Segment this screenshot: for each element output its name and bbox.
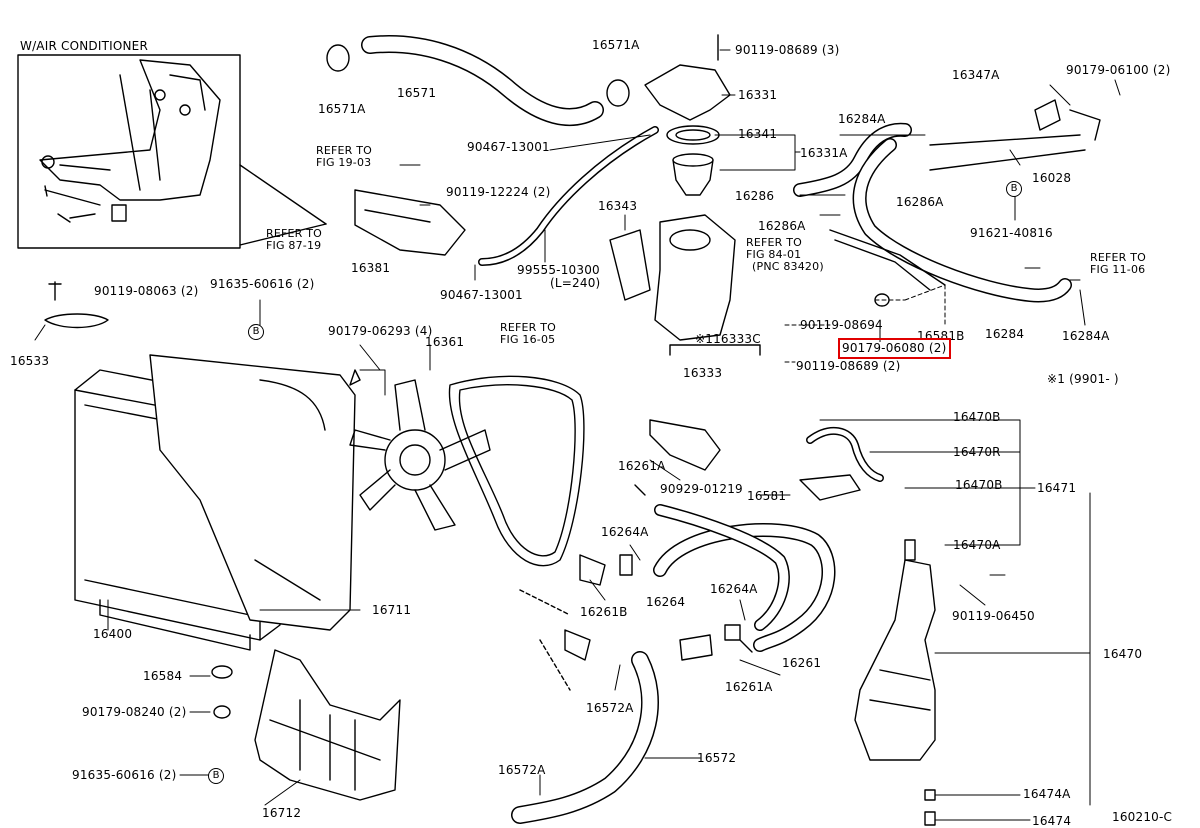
part-label[interactable]: 16286A [896, 195, 944, 209]
part-label[interactable]: 90119-12224 (2) [446, 185, 551, 199]
part-label[interactable]: 16264A [601, 525, 649, 539]
part-label[interactable]: 90119-08689 (2) [796, 359, 901, 373]
part-label[interactable]: 16571 [397, 86, 437, 100]
part-label[interactable]: 16572 [697, 751, 737, 765]
part-label[interactable]: 16261 [782, 656, 822, 670]
part-label[interactable]: 16331A [800, 146, 848, 160]
part-label[interactable]: 16712 [262, 806, 302, 820]
part-label[interactable]: 16470A [953, 538, 1001, 552]
refer-1106-line1: REFER TO [1090, 251, 1146, 264]
inset-title: W/AIR CONDITIONER [20, 39, 148, 53]
refer-8401-line2: FIG 84-01 [746, 248, 802, 261]
note-range: ※1 (9901- ) [1047, 372, 1119, 386]
reservoir-tank [854, 539, 936, 826]
inset-refer-line2: FIG 87-19 [266, 239, 322, 252]
part-label[interactable]: 16471 [1037, 481, 1077, 495]
part-label[interactable]: 16474A [1023, 787, 1071, 801]
refer-1903-line1: REFER TO [316, 144, 372, 157]
part-label[interactable]: 16470R [953, 445, 1001, 459]
part-label[interactable]: 16284A [1062, 329, 1110, 343]
part-label[interactable]: 16286 [735, 189, 775, 203]
lower-fan-shroud [254, 649, 401, 801]
part-label[interactable]: 16533 [10, 354, 50, 368]
part-label[interactable]: 16261B [580, 605, 628, 619]
bracket-16381 [354, 189, 466, 256]
part-label[interactable]: 16470B [953, 410, 1001, 424]
part-label[interactable]: 16572A [586, 701, 634, 715]
part-label[interactable]: 16028 [1032, 171, 1072, 185]
upper-radiator-hose [326, 35, 630, 127]
part-label[interactable]: 91621-40816 [970, 226, 1053, 240]
part-label-highlighted[interactable]: 90179-06080 (2) [838, 338, 951, 359]
part-label[interactable]: 16470B [955, 478, 1003, 492]
b-marker: B [1006, 181, 1022, 197]
part-label[interactable]: 16284 [985, 327, 1025, 341]
part-label[interactable]: 16341 [738, 127, 778, 141]
part-label[interactable]: 16400 [93, 627, 133, 641]
water-outlet-housing [644, 34, 731, 196]
refer-1903-line2: FIG 19-03 [316, 156, 372, 169]
hose-bracket [649, 419, 884, 501]
part-label[interactable]: ※116333C [695, 332, 761, 346]
cooling-fan [349, 379, 491, 531]
b-marker: B [248, 324, 264, 340]
water-inlet [609, 214, 761, 356]
inset-refer-line1: REFER TO [266, 227, 322, 240]
part-label[interactable]: 90179-06100 (2) [1066, 63, 1171, 77]
lower-hoses [511, 504, 836, 824]
part-label[interactable]: 16581 [747, 489, 787, 503]
part-label[interactable]: 91635-60616 (2) [72, 768, 177, 782]
part-label[interactable]: 16347A [952, 68, 1000, 82]
part-label[interactable]: 16572A [498, 763, 546, 777]
part-label[interactable]: 16571A [592, 38, 640, 52]
part-label[interactable]: 16261A [725, 680, 773, 694]
leader-lines [34, 49, 1121, 821]
refer-1605-line2: FIG 16-05 [500, 333, 556, 346]
part-label[interactable]: 16571A [318, 102, 366, 116]
part-label[interactable]: 16264A [710, 582, 758, 596]
refer-8401-line3: (PNC 83420) [752, 260, 824, 273]
part-label[interactable]: 16584 [143, 669, 183, 683]
part-label[interactable]: 99555-10300 [517, 263, 600, 277]
part-label[interactable]: 16711 [372, 603, 412, 617]
part-label[interactable]: 90467-13001 [467, 140, 550, 154]
part-label[interactable]: 16343 [598, 199, 638, 213]
part-label[interactable]: 16361 [425, 335, 465, 349]
part-label[interactable]: 90119-08063 (2) [94, 284, 199, 298]
part-label[interactable]: 16470 [1103, 647, 1143, 661]
part-label[interactable]: 16381 [351, 261, 391, 275]
part-label[interactable]: 90179-06293 (4) [328, 324, 433, 338]
part-label[interactable]: 16284A [838, 112, 886, 126]
refer-8401-line1: REFER TO [746, 236, 802, 249]
part-label[interactable]: 16264 [646, 595, 686, 609]
drive-belt [448, 375, 585, 567]
part-label[interactable]: 90929-01219 [660, 482, 743, 496]
b-marker: B [208, 768, 224, 784]
fan-shroud [149, 354, 356, 631]
part-label[interactable]: 16581B [917, 329, 965, 343]
part-label[interactable]: 16286A [758, 219, 806, 233]
bypass-hose [478, 126, 659, 266]
part-label[interactable]: 90467-13001 [440, 288, 523, 302]
part-label[interactable]: 90119-08694 [800, 318, 883, 332]
refer-1605-line1: REFER TO [500, 321, 556, 334]
part-label[interactable]: 16474 [1032, 814, 1072, 828]
refer-1106-line2: FIG 11-06 [1090, 263, 1146, 276]
figure-code: 160210-C [1112, 810, 1173, 824]
part-label[interactable]: 16333 [683, 366, 723, 380]
heater-hoses [793, 99, 1101, 303]
part-label[interactable]: 16261A [618, 459, 666, 473]
part-label: (L=240) [550, 276, 601, 290]
part-label[interactable]: 90179-08240 (2) [82, 705, 187, 719]
part-label[interactable]: 16331 [738, 88, 778, 102]
part-label[interactable]: 90119-08689 (3) [735, 43, 840, 57]
inset-box [17, 54, 327, 249]
part-label[interactable]: 90119-06450 [952, 609, 1035, 623]
part-label[interactable]: 91635-60616 (2) [210, 277, 315, 291]
